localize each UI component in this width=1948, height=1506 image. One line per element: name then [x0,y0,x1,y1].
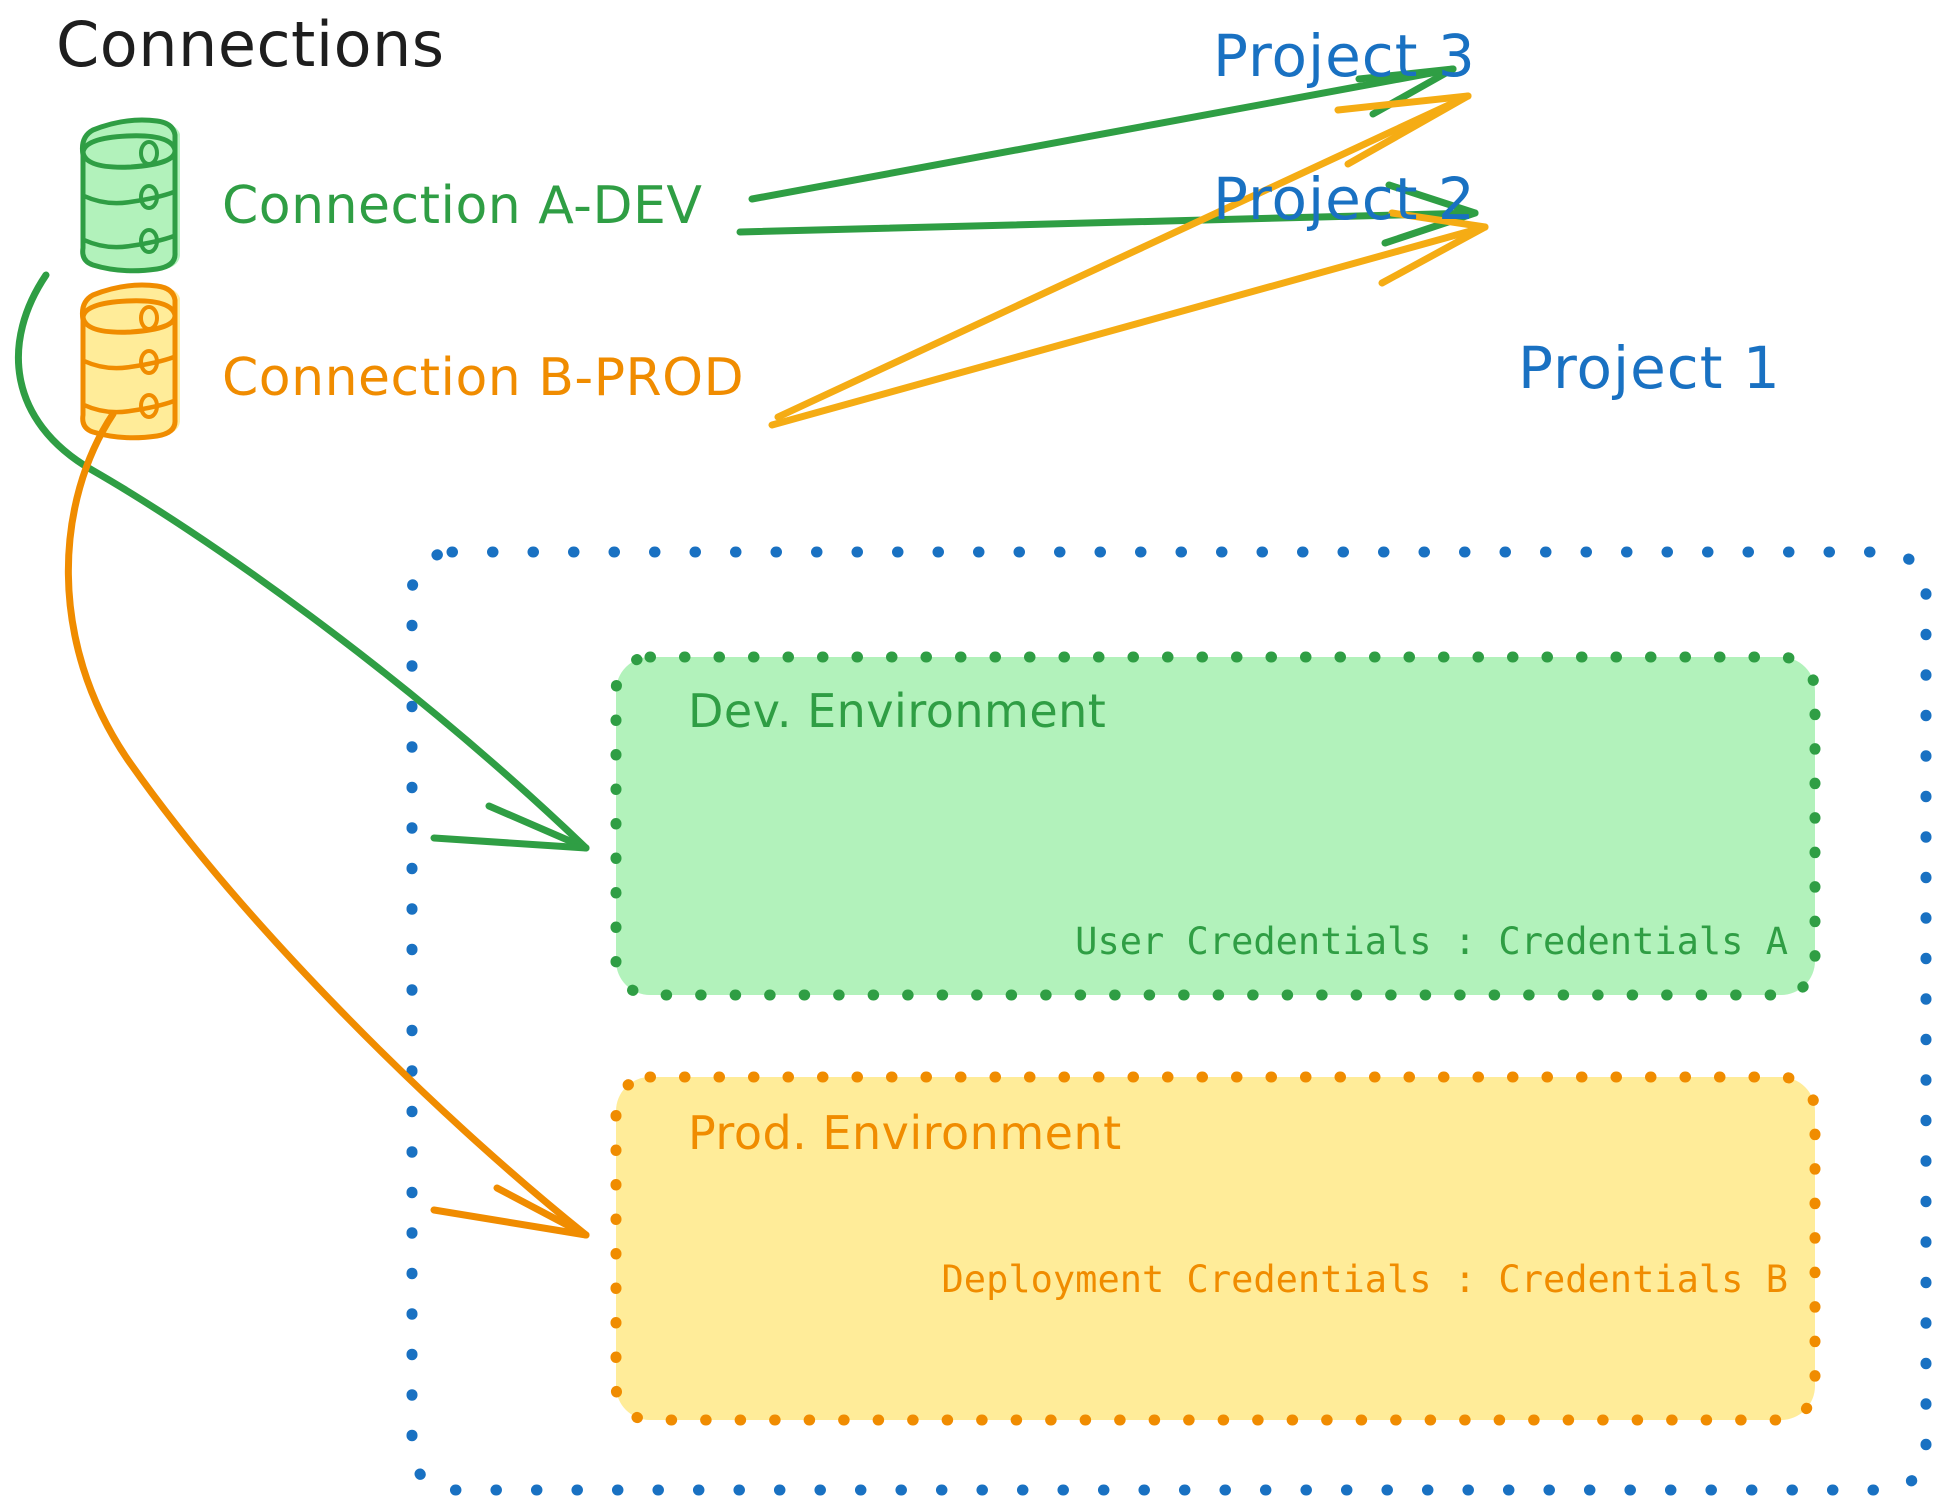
database-icon-connection-b-prod[interactable] [80,282,180,441]
dev-environment-box[interactable] [610,651,1821,1001]
prod-environment-credentials: Deployment Credentials : Credentials B [941,1258,1788,1301]
connection-label-b-prod[interactable]: Connection B-PROD [222,348,745,408]
database-icon-connection-a-dev[interactable] [80,117,180,274]
edge-b-prod-to-prod-environment [64,410,590,1239]
connection-label-a-dev[interactable]: Connection A-DEV [222,176,703,236]
dev-environment-title: Dev. Environment [688,684,1107,738]
edge-a-dev-to-dev-environment [14,271,590,852]
edge-a-dev-to-project-2 [736,181,1479,247]
prod-environment-title: Prod. Environment [688,1106,1122,1160]
edge-b-prod-to-project-3 [774,92,1472,421]
prod-environment-box[interactable] [610,1071,1821,1426]
page-title: Connections [56,8,445,81]
dev-environment-credentials: User Credentials : Credentials A [1075,920,1788,963]
edge-b-prod-to-project-2 [768,209,1489,429]
project-label-project-1[interactable]: Project 1 [1518,334,1781,402]
project-label-project-3[interactable]: Project 3 [1213,22,1476,90]
project-label-project-2[interactable]: Project 2 [1213,165,1476,233]
